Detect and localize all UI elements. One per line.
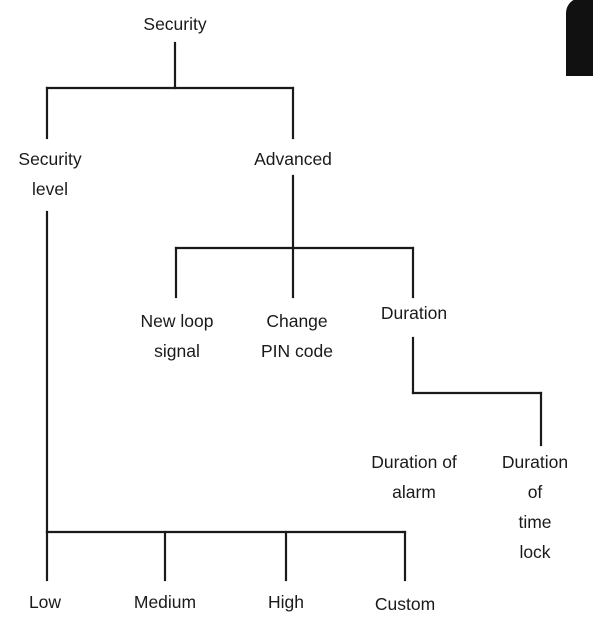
node-security: Security — [143, 14, 207, 34]
node-low: Low — [28, 592, 62, 612]
node-duration-of-alarm: Duration of alarm — [371, 452, 457, 502]
node-new-loop-signal: New loop signal — [140, 311, 214, 361]
corner-tab-shape — [566, 0, 593, 76]
node-change-pin-code: Change PIN code — [261, 311, 333, 361]
node-duration: Duration — [380, 303, 448, 323]
node-medium: Medium — [133, 592, 197, 612]
node-duration-of-time-lock: Duration of time lock — [501, 452, 569, 562]
node-security-level: Security level — [18, 149, 82, 199]
node-high: High — [268, 592, 304, 612]
node-custom: Custom — [374, 594, 436, 614]
node-advanced: Advanced — [254, 149, 332, 169]
